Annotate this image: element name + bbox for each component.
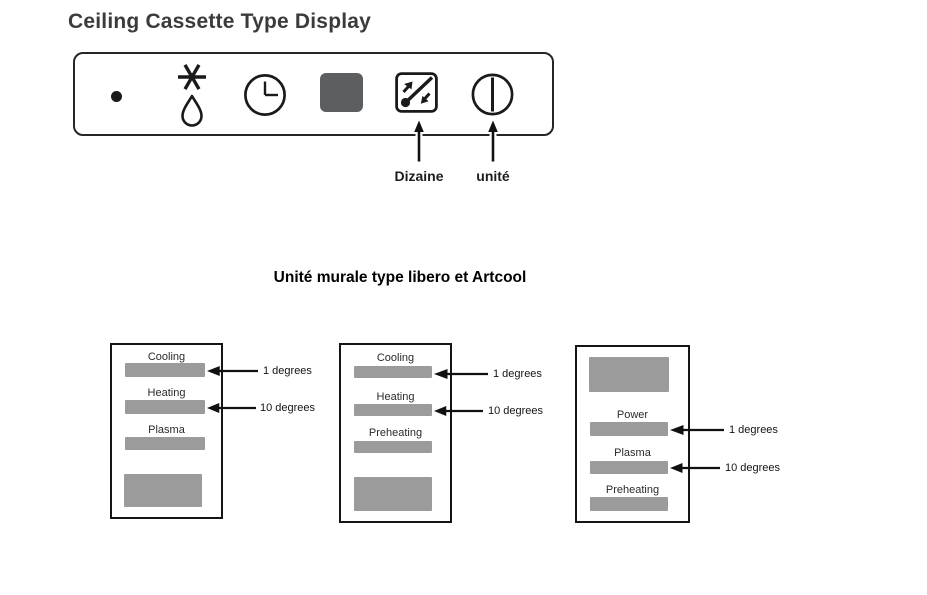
callout-text: 10 degrees	[260, 401, 316, 414]
timer-icon	[243, 73, 286, 116]
segment-label: Cooling	[376, 352, 415, 364]
segment-bar	[354, 366, 433, 379]
segment-bar	[590, 422, 669, 437]
segment-label: Heating	[376, 391, 415, 403]
page-title: Ceiling Cassette Type Display	[68, 10, 372, 33]
segment-label: Plasma	[614, 447, 651, 459]
segment-bar	[125, 400, 206, 415]
segment-bar-large	[354, 477, 433, 512]
callout-text: 1 degrees	[263, 364, 312, 377]
dizaine-label: Dizaine	[394, 168, 444, 184]
power-icon	[471, 73, 513, 115]
callout-text: 1 degrees	[729, 424, 778, 436]
segment-bar-large	[124, 474, 203, 508]
diagonal-arrows-icon	[394, 71, 438, 113]
display-window	[319, 72, 363, 112]
wall-display-2: Cooling Heating Preheating	[339, 343, 452, 523]
wall-display-1: Cooling Heating Plasma	[110, 343, 223, 519]
segment-label: Cooling	[147, 351, 186, 363]
segment-bar	[354, 441, 433, 454]
callout-arrow-icon	[434, 369, 488, 379]
callout-arrow-icon	[670, 463, 720, 473]
callout-text: 10 degrees	[725, 461, 781, 474]
segment-bar	[590, 461, 669, 475]
callout-arrow-icon	[670, 425, 724, 435]
callout-arrow-icon	[434, 406, 483, 416]
segment-bar	[590, 497, 669, 512]
unite-arrow-icon	[488, 120, 498, 162]
segment-label: Preheating	[368, 427, 423, 439]
segment-bar-large	[589, 357, 670, 393]
wall-display-3: Power Plasma Preheating	[575, 345, 690, 523]
segment-label: Heating	[147, 387, 186, 399]
indicator-dot-icon	[111, 91, 122, 102]
segment-bar	[125, 437, 206, 451]
cassette-display-panel	[73, 52, 554, 136]
callout-arrow-icon	[207, 366, 258, 376]
segment-bar	[354, 404, 433, 417]
dizaine-arrow-icon	[414, 120, 424, 162]
callout-arrow-icon	[207, 403, 256, 413]
defrost-icon	[177, 63, 206, 127]
callout-text: 1 degrees	[493, 367, 542, 380]
segment-label: Plasma	[148, 424, 185, 436]
unite-label: unité	[476, 168, 510, 184]
segment-bar	[125, 363, 206, 378]
segment-label: Preheating	[605, 484, 660, 496]
callout-text: 10 degrees	[488, 404, 544, 417]
section-title: Unité murale type libero et Artcool	[273, 269, 527, 286]
segment-label: Power	[616, 409, 649, 421]
